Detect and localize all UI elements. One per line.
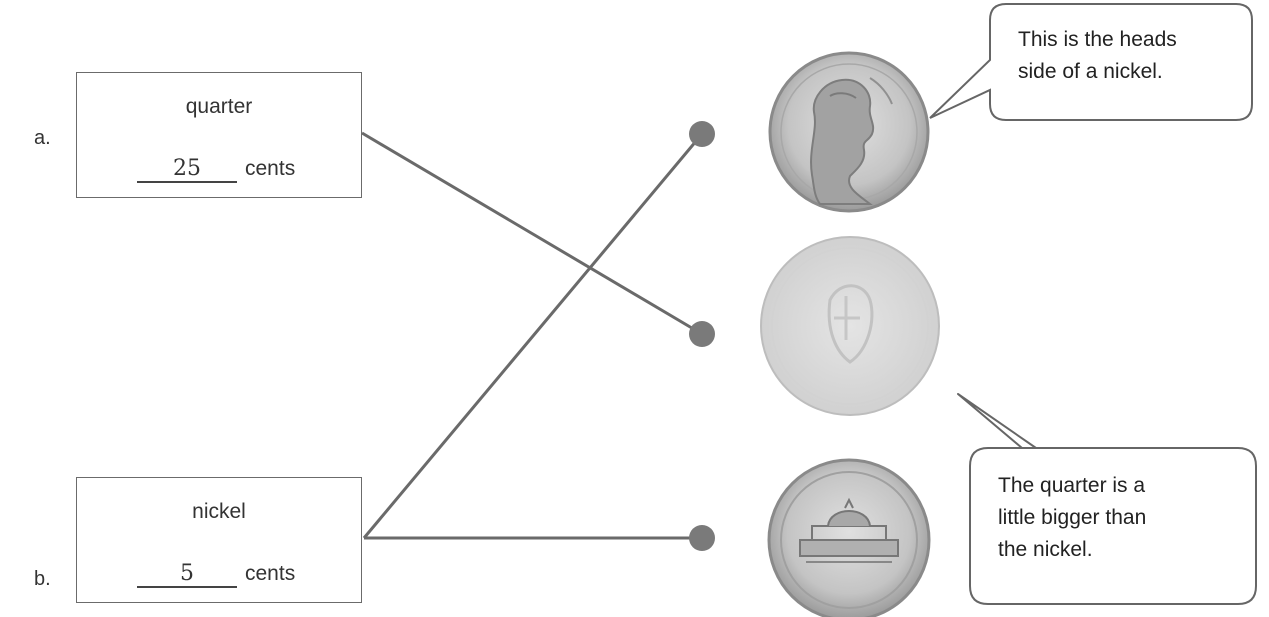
nickel-value-row: 5 cents xyxy=(137,562,295,588)
connector-nickel-to-nickel-heads xyxy=(362,133,704,539)
bottom-callout-line-2: little bigger than xyxy=(998,506,1147,529)
nickel-value: 5 xyxy=(137,562,237,588)
quarter-unit: cents xyxy=(245,157,296,180)
item-letter-a: a. xyxy=(34,127,51,149)
top-callout-line-2: side of a nickel. xyxy=(1018,60,1163,83)
bottom-callout-bubble xyxy=(957,393,1257,605)
connector-dot-top xyxy=(689,121,715,147)
nickel-heads-coin xyxy=(768,51,930,213)
item-letter-b: b. xyxy=(34,568,51,590)
bottom-callout-line-3: the nickel. xyxy=(998,538,1093,561)
quarter-box: quarter 25 cents xyxy=(76,72,362,198)
quarter-coin xyxy=(760,236,940,416)
nickel-box: nickel 5 cents xyxy=(76,477,362,603)
quarter-value-row: 25 cents xyxy=(137,157,295,183)
quarter-value: 25 xyxy=(137,157,237,183)
bottom-callout-line-1: The quarter is a xyxy=(998,474,1146,497)
bottom-callout-text: The quarter is a little bigger than the … xyxy=(998,470,1146,566)
nickel-name: nickel xyxy=(192,500,246,523)
nickel-tails-coin xyxy=(767,458,931,617)
quarter-name: quarter xyxy=(185,95,253,118)
top-callout-bubble xyxy=(929,3,1253,121)
top-callout-line-1: This is the heads xyxy=(1018,28,1177,51)
connector-dot-bottom xyxy=(689,525,715,551)
connector-quarter-to-quarter xyxy=(361,131,703,336)
nickel-unit: cents xyxy=(245,562,296,585)
top-callout-text: This is the heads side of a nickel. xyxy=(1018,24,1177,88)
connector-dot-middle xyxy=(689,321,715,347)
